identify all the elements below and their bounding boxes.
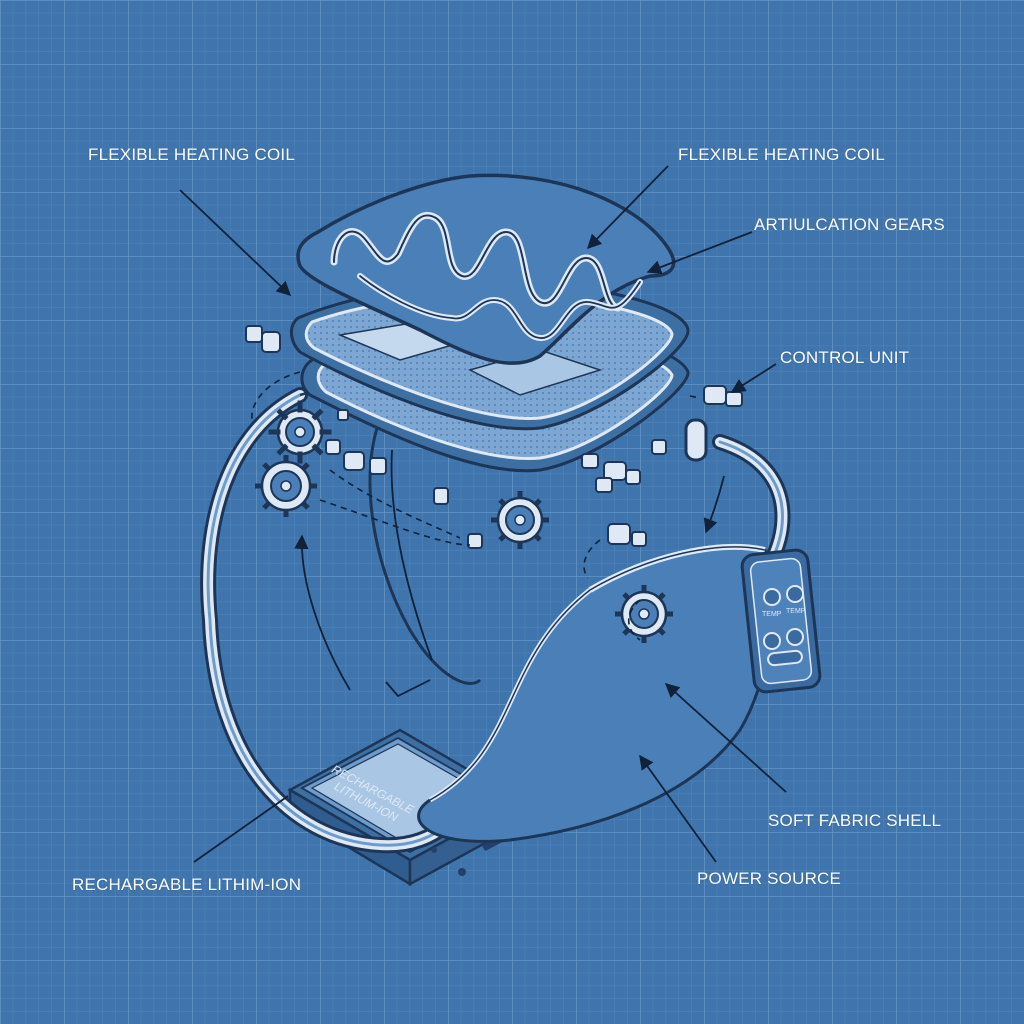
leader-lines [179,165,787,863]
remote-temp-label-right: TEMP [786,608,806,615]
heating-layer-top [296,173,676,365]
gear-left-upper [268,400,332,464]
fabric-shell [417,543,774,843]
gear-right [615,585,673,643]
label-soft-fabric-shell: SOFT FABRIC SHELL [768,811,942,830]
assembly-dashed-lines [251,371,701,641]
remote-temp-label-left: TEMP [762,611,782,618]
label-articulation-gears: ARTIULCATION GEARS [754,215,945,234]
motion-arrows [294,449,725,698]
small-fasteners [245,325,743,549]
label-rechargable-lithium-ion: RECHARGABLE LITHIM-ION [72,875,302,894]
remote-control [740,548,822,694]
label-flexible-heating-coil-right: FLEXIBLE HEATING COIL [678,145,885,164]
gear-center [491,491,549,549]
label-flexible-heating-coil-left: FLEXIBLE HEATING COIL [88,145,295,164]
label-power-source: POWER SOURCE [697,869,842,888]
gear-left-lower [255,455,317,517]
label-control-unit: CONTROL UNIT [780,348,910,367]
